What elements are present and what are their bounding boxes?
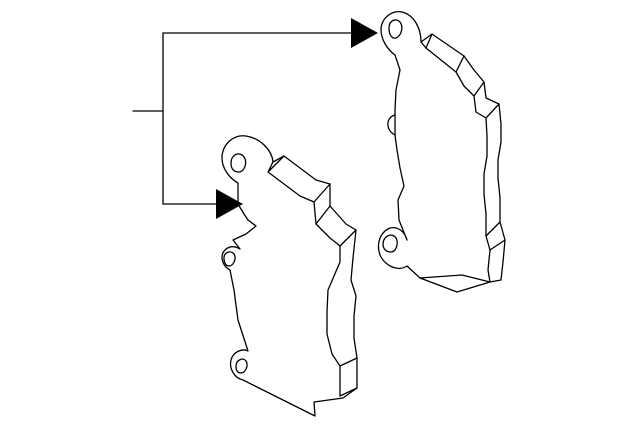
brake-pad-rear-bottom-face bbox=[419, 274, 491, 283]
brake-pad-front-notch bbox=[223, 251, 236, 267]
brake-pad-rear bbox=[377, 11, 506, 293]
brake-pad-rear-tab bbox=[387, 114, 396, 136]
brake-pad-front-step-3 bbox=[315, 205, 331, 225]
arrowhead-lower bbox=[216, 189, 243, 219]
brake-pad-rear-step-4 bbox=[485, 221, 501, 237]
brake-pad-rear-friction-top bbox=[425, 33, 433, 49]
brake-pad-front-step-2 bbox=[313, 183, 331, 203]
brake-pad-rear-step-5 bbox=[489, 239, 506, 251]
brake-pad-front-lug-hole-top bbox=[230, 153, 247, 173]
callout-leader bbox=[132, 18, 378, 219]
brake-pad-rear-step-3 bbox=[485, 103, 500, 119]
brake-pad-rear-lug-hole-bottom bbox=[382, 234, 398, 253]
arrowhead-upper bbox=[351, 18, 378, 48]
brake-pad-front-friction-edge bbox=[267, 161, 341, 397]
brake-pad-rear-friction-edge bbox=[420, 41, 491, 283]
brake-pad-front-step-5 bbox=[339, 357, 358, 367]
brake-pad-front-outline bbox=[221, 135, 358, 417]
brake-pad-rear-outline bbox=[377, 11, 506, 293]
brake-pad-front-step-1 bbox=[267, 155, 285, 173]
brake-pad-front-step-4 bbox=[339, 229, 357, 247]
brake-pad-front-bottom-face bbox=[339, 387, 358, 397]
brake-pad-front bbox=[221, 135, 358, 417]
brake-pad-rear-step-2 bbox=[473, 81, 485, 97]
brake-pad-rear-step-1 bbox=[455, 55, 465, 73]
brake-pad-front-lug-hole-bottom bbox=[235, 358, 248, 374]
brake-pad-rear-lug-hole-top bbox=[388, 19, 403, 39]
